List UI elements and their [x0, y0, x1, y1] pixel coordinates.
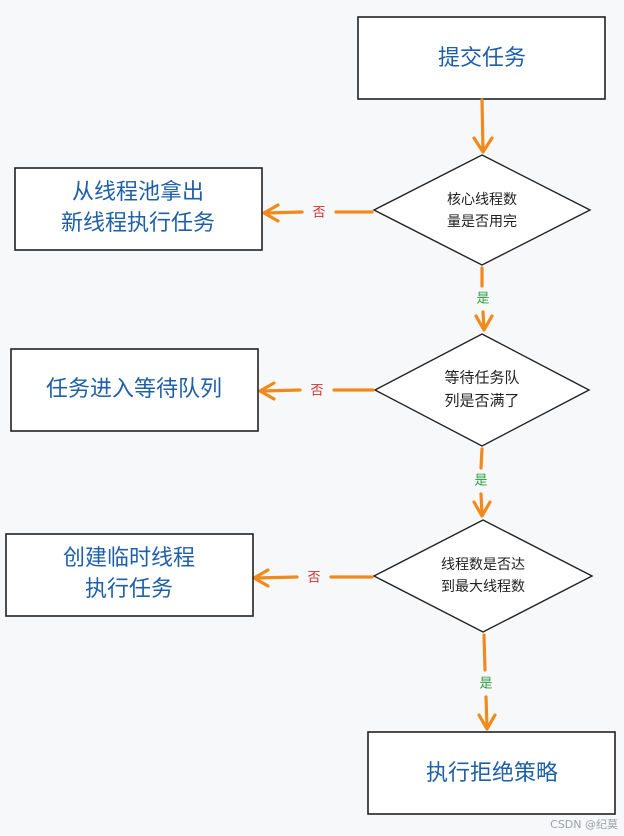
- action-queue-node: 任务进入等待队列: [10, 348, 259, 432]
- start-node-label: 提交任务: [438, 46, 526, 71]
- decision-max-threads-line2: 到最大线程数: [441, 579, 525, 595]
- end-node: 执行拒绝策略: [367, 731, 616, 815]
- action-queue-label: 任务进入等待队列: [46, 377, 222, 402]
- decision2-no-label: 否: [310, 384, 323, 399]
- arrow-decision1-yes: 是: [474, 266, 494, 332]
- decision-core-threads: 核心线程数 量是否用完: [372, 154, 592, 266]
- decision3-no-label: 否: [307, 571, 320, 586]
- arrow-decision2-no: 否: [258, 381, 375, 401]
- arrow-decision3-no: 否: [252, 568, 374, 588]
- start-node: 提交任务: [357, 16, 606, 100]
- decision-max-threads-line1: 线程数是否达: [441, 557, 525, 573]
- decision-queue-full-line2: 列是否满了: [444, 392, 519, 410]
- decision2-yes-label: 是: [474, 474, 487, 489]
- action-temp-thread-line2: 执行任务: [85, 577, 173, 602]
- action-new-thread-line2: 新线程执行任务: [61, 211, 215, 236]
- decision-queue-full-line1: 等待任务队: [444, 369, 519, 387]
- watermark: CSDN @纪莫: [550, 818, 618, 831]
- decision-core-threads-line2: 量是否用完: [447, 214, 517, 230]
- end-node-label: 执行拒绝策略: [426, 761, 558, 786]
- arrow-decision3-yes: 是: [477, 633, 497, 731]
- arrow-start-to-decision1: [472, 98, 494, 154]
- arrow-decision1-no: 否: [262, 203, 374, 223]
- action-new-thread-line1: 从线程池拿出: [72, 179, 204, 205]
- action-temp-thread-line1: 创建临时线程: [63, 546, 195, 571]
- decision3-yes-label: 是: [479, 677, 492, 692]
- decision-queue-full: 等待任务队 列是否满了: [373, 333, 591, 447]
- decision1-yes-label: 是: [476, 292, 489, 307]
- action-new-thread-node: 从线程池拿出 新线程执行任务: [14, 167, 263, 251]
- decision1-no-label: 否: [312, 206, 325, 221]
- action-temp-thread-node: 创建临时线程 执行任务: [5, 533, 254, 617]
- arrow-decision2-yes: 是: [472, 447, 492, 518]
- decision-max-threads: 线程数是否达 到最大线程数: [372, 519, 594, 633]
- decision-core-threads-line1: 核心线程数: [447, 192, 517, 208]
